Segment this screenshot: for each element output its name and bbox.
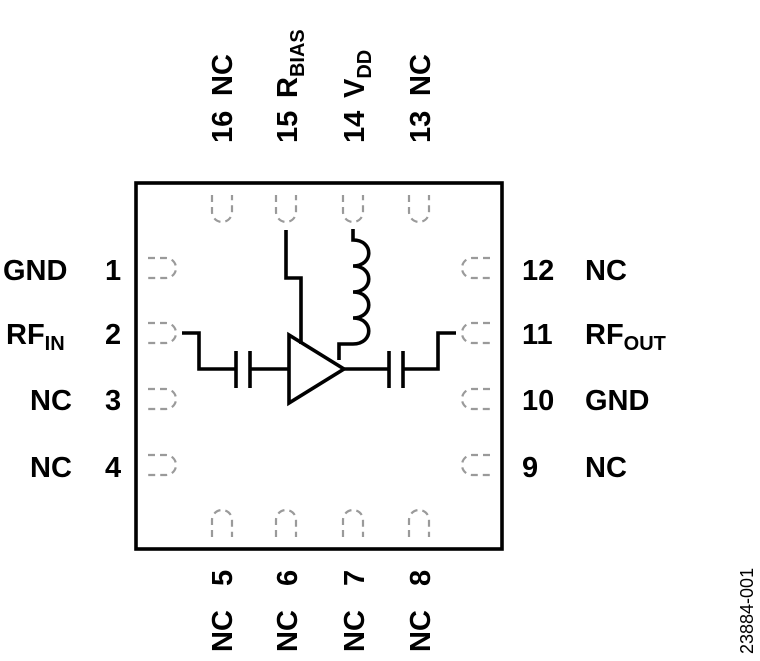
pad-9 [460, 453, 490, 477]
pin-1-number: 1 [105, 255, 121, 287]
pad-10 [460, 387, 490, 411]
pin-12-number: 12 [522, 255, 554, 287]
top-labels: 16 NC 15 RBIAS 14 VDD 13 NC [207, 29, 437, 143]
amplifier-symbol [287, 331, 348, 407]
pin-15-name-sub: BIAS [287, 29, 309, 77]
rbias-wire [284, 230, 303, 344]
pin-4-name: NC [30, 452, 72, 484]
pin-5-number: 5 [207, 570, 239, 586]
pin-11-name: RFOUT [585, 319, 666, 355]
pin-11-name-sub: OUT [624, 333, 666, 355]
pad-4 [148, 453, 178, 477]
pad-2 [148, 321, 178, 345]
pin-15-name-main: R [272, 77, 304, 98]
rf-out-wire [403, 331, 456, 371]
pin-5-name: NC [207, 610, 239, 652]
pin-15-name: RBIAS [272, 29, 309, 98]
left-pads [148, 256, 178, 477]
pin-13-number: 13 [405, 111, 437, 143]
pin-9-name: NC [585, 452, 627, 484]
pin-7-name: NC [339, 610, 371, 652]
pad-1 [148, 256, 178, 280]
pin-10-name: GND [585, 385, 649, 417]
pad-12 [460, 256, 490, 280]
pad-16 [210, 195, 234, 224]
pin-15-number: 15 [272, 111, 304, 143]
pin-14-name-sub: DD [354, 50, 376, 79]
pin-13-name: NC [405, 54, 437, 96]
pad-15 [274, 195, 298, 224]
pin-2-name-sub: IN [45, 333, 65, 355]
bottom-pads [210, 508, 431, 537]
pin-4-number: 4 [105, 452, 121, 484]
pin-3-number: 3 [105, 385, 121, 417]
right-labels: 12 NC 11 RFOUT 10 GND 9 NC [522, 255, 666, 484]
pin-14-name-main: V [339, 78, 371, 98]
amplifier-circuit [182, 229, 456, 407]
pad-14 [341, 195, 365, 224]
pin-2-name-main: RF [6, 319, 45, 351]
pin-2-number: 2 [105, 319, 121, 351]
pad-3 [148, 387, 178, 411]
top-pads [210, 195, 431, 224]
package-outline [134, 181, 504, 551]
vdd-inductor [337, 229, 371, 360]
pin-16-name: NC [207, 54, 239, 96]
pin-9-number: 9 [522, 452, 538, 484]
pin-14-number: 14 [339, 111, 371, 143]
pin-11-number: 11 [522, 319, 553, 351]
pin-11-name-main: RF [585, 319, 624, 351]
pad-11 [460, 321, 490, 345]
pin-10-number: 10 [522, 385, 554, 417]
rf-in-wire [182, 331, 236, 371]
right-pads [460, 256, 490, 477]
pin-6-number: 6 [272, 570, 304, 586]
pin-3-name: NC [30, 385, 72, 417]
pin-1-name: GND [3, 255, 67, 287]
figure-id: 23884-001 [737, 568, 757, 654]
pin-8-number: 8 [405, 570, 437, 586]
left-labels: GND 1 RFIN 2 NC 3 NC 4 [3, 255, 121, 484]
bottom-labels: 5 NC 6 NC 7 NC 8 NC [207, 570, 437, 652]
pad-5 [210, 508, 234, 537]
pin-14-name: VDD [339, 50, 376, 98]
pin-16-number: 16 [207, 111, 239, 143]
pad-7 [341, 508, 365, 537]
pin-12-name: NC [585, 255, 627, 287]
pad-13 [407, 195, 431, 224]
pin-7-number: 7 [339, 570, 371, 586]
pin-6-name: NC [272, 610, 304, 652]
pin-8-name: NC [405, 610, 437, 652]
pin-2-name: RFIN [6, 319, 65, 355]
pad-8 [407, 508, 431, 537]
pad-6 [274, 508, 298, 537]
